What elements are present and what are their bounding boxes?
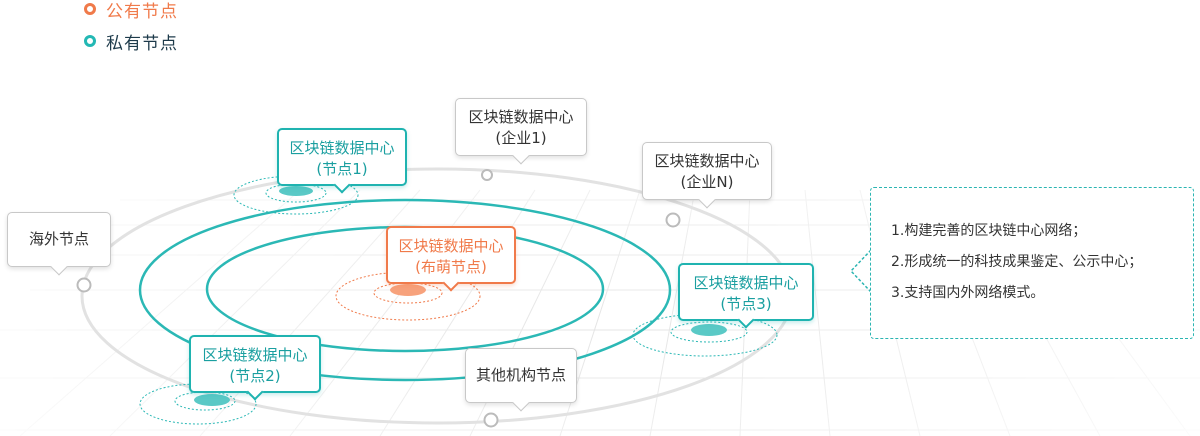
- node2-subtitle: (节点2): [229, 367, 281, 385]
- node3-callout[interactable]: 区块链数据中心 (节点3): [678, 263, 814, 321]
- other-marker: [483, 412, 499, 428]
- node2-marker: [139, 383, 257, 425]
- overseas-marker: [76, 277, 92, 293]
- enterprise1-title: 区块链数据中心: [468, 108, 574, 126]
- legend-private-label: 私有节点: [106, 33, 178, 54]
- node1-callout[interactable]: 区块链数据中心 (节点1): [277, 128, 407, 186]
- info-item: 3.支持国内外网络模式。: [891, 285, 1045, 301]
- enterprise1-callout[interactable]: 区块链数据中心 (企业1): [455, 98, 587, 156]
- node3-subtitle: (节点3): [720, 295, 772, 313]
- info-item: 1.构建完善的区块链中心网络；: [891, 223, 1087, 239]
- overseas-title: 海外节点: [28, 230, 89, 248]
- enterprise1-subtitle: (企业1): [495, 129, 547, 147]
- legend-public-label: 公有节点: [106, 1, 178, 22]
- node1-subtitle: (节点1): [316, 160, 368, 178]
- overseas-callout[interactable]: 海外节点: [7, 212, 111, 267]
- other-callout[interactable]: 其他机构节点: [465, 348, 577, 403]
- public-node-icon: [84, 3, 96, 15]
- node1-title: 区块链数据中心: [289, 139, 395, 157]
- center-node-title: 区块链数据中心: [398, 237, 504, 255]
- enterpriseN-subtitle: (企业N): [680, 173, 734, 191]
- node2-title: 区块链数据中心: [202, 346, 308, 364]
- legend: 公有节点 私有节点: [84, 0, 178, 62]
- other-title: 其他机构节点: [475, 366, 566, 384]
- enterpriseN-callout[interactable]: 区块链数据中心 (企业N): [642, 142, 772, 200]
- enterpriseN-title: 区块链数据中心: [654, 152, 760, 170]
- node3-title: 区块链数据中心: [693, 274, 799, 292]
- center-node-marker: [335, 271, 481, 321]
- info-item: 2.形成统一的科技成果鉴定、公示中心；: [891, 254, 1143, 270]
- enterpriseN-marker: [665, 212, 681, 228]
- middle-ring: [138, 198, 672, 382]
- private-node-icon: [84, 35, 96, 47]
- center-node-subtitle: (布萌节点): [415, 258, 487, 276]
- legend-public: 公有节点: [84, 0, 178, 22]
- node1-marker: [233, 175, 359, 215]
- node2-callout[interactable]: 区块链数据中心 (节点2): [189, 335, 321, 393]
- center-node-callout[interactable]: 区块链数据中心 (布萌节点): [386, 226, 516, 284]
- info-box: 1.构建完善的区块链中心网络； 2.形成统一的科技成果鉴定、公示中心； 3.支持…: [870, 187, 1194, 339]
- enterprise1-marker: [481, 169, 493, 181]
- node3-marker: [632, 313, 778, 357]
- legend-private: 私有节点: [84, 30, 178, 54]
